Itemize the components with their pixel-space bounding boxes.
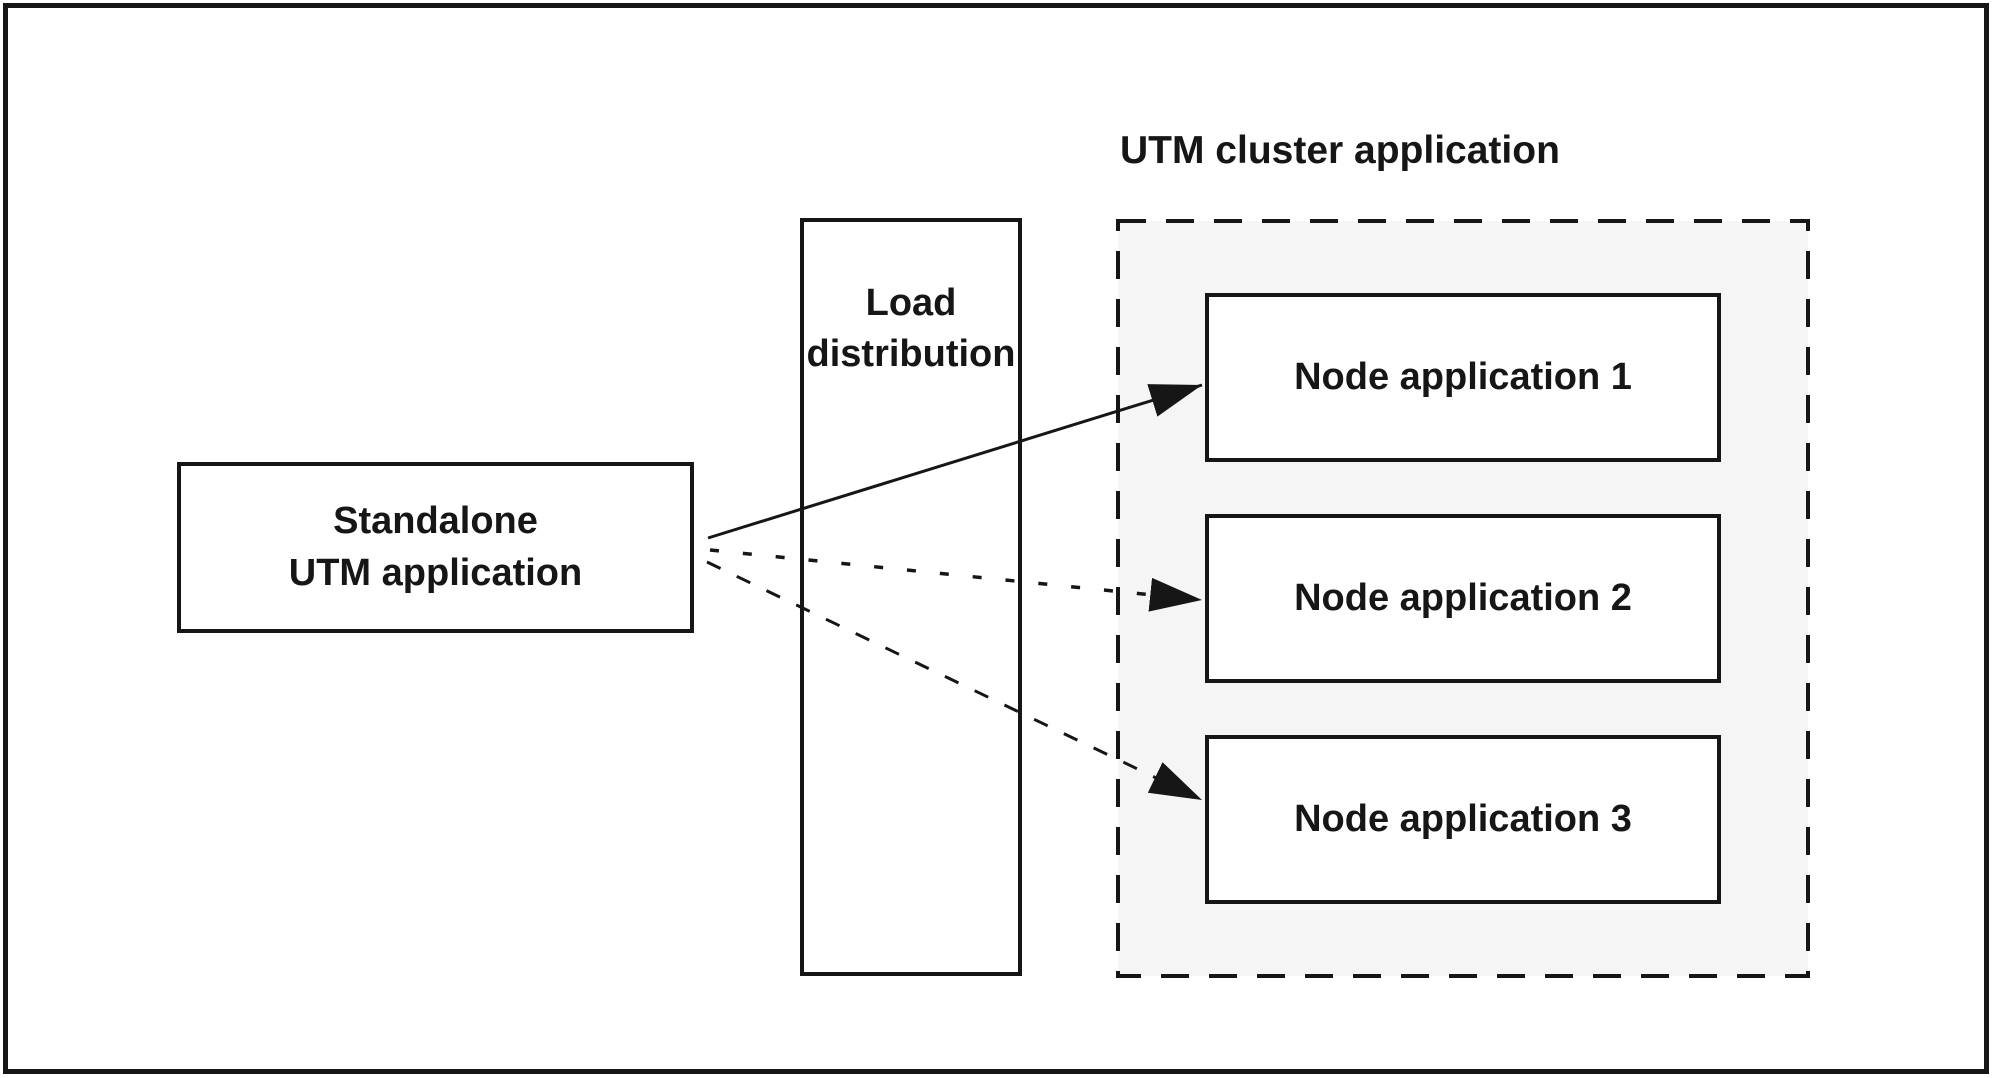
node-application-2-box: Node application 2	[1205, 514, 1721, 683]
node-application-1-label: Node application 1	[1294, 355, 1632, 398]
arrow-to-node-1	[707, 383, 1203, 540]
node-application-3-label: Node application 3	[1294, 797, 1632, 840]
node-application-3-box: Node application 3	[1205, 735, 1721, 904]
node-application-1-box: Node application 1	[1205, 293, 1721, 462]
load-distribution-box: Load distribution	[800, 218, 1022, 976]
standalone-label-line1: Standalone	[333, 500, 538, 543]
arrow-to-node-3	[706, 560, 1203, 802]
cluster-title: UTM cluster application	[1120, 129, 1560, 172]
standalone-label-line2: UTM application	[288, 551, 583, 594]
load-label-line2: distribution	[806, 333, 1016, 376]
load-label-line1: Load	[865, 282, 957, 324]
node-application-2-label: Node application 2	[1294, 576, 1632, 619]
standalone-utm-application-box: Standalone UTM application	[177, 462, 694, 633]
